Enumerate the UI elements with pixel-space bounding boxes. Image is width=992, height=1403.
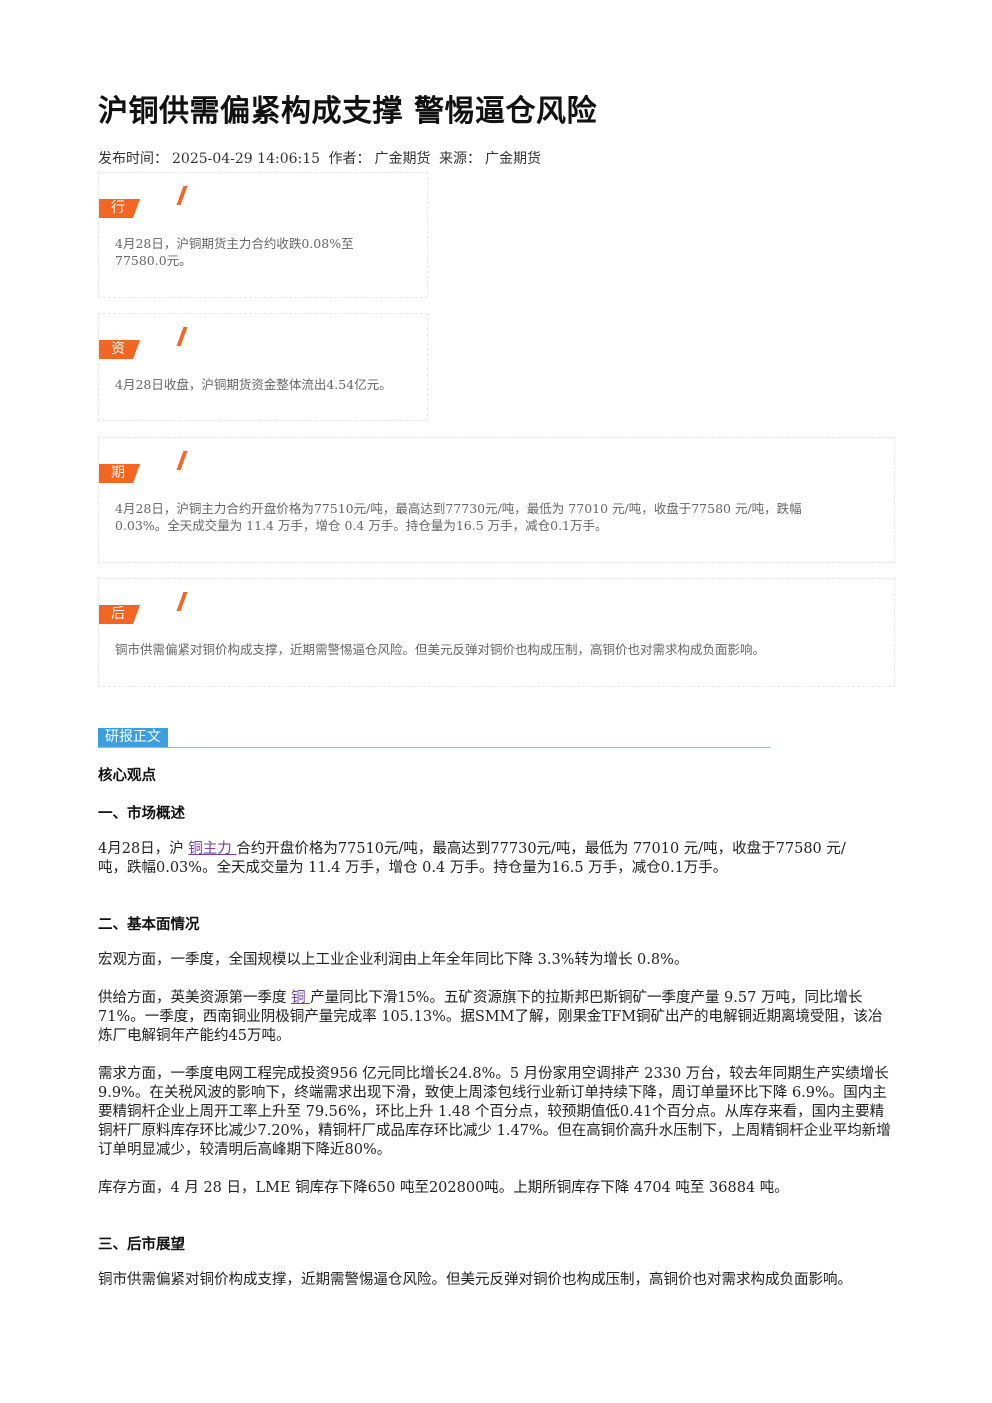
inventory-paragraph: 库存方面，4 月 28 日，LME 铜库存下降650 吨至202800吨。上期所… — [98, 1180, 789, 1196]
tag-outlook: 后市展望 — [99, 605, 140, 624]
core-view-heading: 核心观点 — [98, 768, 156, 784]
section1-text-post: 合约开盘价格为77510元/吨，最高达到77730元/吨，最低为 77010 元… — [98, 841, 846, 876]
card-fund-flow: 资金流向 4月28日收盘，沪铜期货资金整体流出4.54亿元。 — [98, 313, 428, 421]
outlook-text: 铜市供需偏紧对铜价构成支撑，近期需警惕逼仓风险。但美元反弹对铜价也构成压制，高铜… — [115, 642, 766, 657]
card-outlook: 后市展望 铜市供需偏紧对铜价构成支撑，近期需警惕逼仓风险。但美元反弹对铜价也构成… — [98, 578, 895, 687]
fund-flow-text: 4月28日收盘，沪铜期货资金整体流出4.54亿元。 — [115, 377, 392, 392]
section1-heading: 一、市场概述 — [98, 806, 185, 822]
source: 广金期货 — [484, 151, 541, 167]
copper-main-link[interactable]: 铜主力 — [188, 841, 237, 857]
tag-futures-market: 期货市场 — [99, 464, 140, 483]
section3-heading: 三、后市展望 — [98, 1237, 185, 1253]
article-meta: 发布时间：2025-04-29 14:06:15 作者：广金期货 来源：广金期货 — [98, 148, 545, 168]
tag-fund-flow: 资金流向 — [99, 340, 140, 359]
tag-stripe — [176, 451, 188, 470]
report-section-header: 研报正文 — [98, 726, 770, 748]
card-market-review: 行情复盘 4月28日，沪铜期货主力合约收跌0.08%至77580.0元。 — [98, 172, 428, 298]
tag-market-review: 行情复盘 — [99, 199, 140, 218]
publish-time: 2025-04-29 14:06:15 — [172, 151, 321, 167]
author-label: 作者： — [328, 151, 371, 167]
supply-text-post: 产量同比下滑15%。五矿资源旗下的拉斯邦巴斯铜矿一季度产量 9.57 万吨，同比… — [98, 990, 883, 1044]
demand-paragraph: 需求方面，一季度电网工程完成投资956 亿元同比增长24.8%。5 月份家用空调… — [98, 1066, 891, 1158]
tag-stripe — [176, 327, 188, 346]
card-futures-market: 期货市场 4月28日，沪铜主力合约开盘价格为77510元/吨，最高达到77730… — [98, 437, 895, 563]
article-title: 沪铜供需偏紧构成支撑 警惕逼仓风险 — [98, 94, 597, 129]
tag-stripe — [176, 186, 188, 205]
section1-text-pre: 4月28日，沪 — [98, 841, 189, 857]
supply-text-pre: 供给方面，英美资源第一季度 — [98, 990, 292, 1006]
report-tag: 研报正文 — [98, 728, 168, 747]
supply-paragraph: 供给方面，英美资源第一季度 铜 产量同比下滑15%。五矿资源旗下的拉斯邦巴斯铜矿… — [98, 989, 894, 1046]
section2-heading: 二、基本面情况 — [98, 917, 200, 933]
author: 广金期货 — [374, 151, 431, 167]
tag-stripe — [176, 592, 188, 611]
outlook-paragraph: 铜市供需偏紧对铜价构成支撑，近期需警惕逼仓风险。但美元反弹对铜价也构成压制，高铜… — [98, 1272, 852, 1288]
macro-paragraph: 宏观方面，一季度，全国规模以上工业企业利润由上年全年同比下降 3.3%转为增长 … — [98, 952, 689, 968]
section1-paragraph: 4月28日，沪 铜主力 合约开盘价格为77510元/吨，最高达到77730元/吨… — [98, 840, 868, 878]
source-label: 来源： — [438, 151, 481, 167]
futures-market-text: 4月28日，沪铜主力合约开盘价格为77510元/吨，最高达到77730元/吨，最… — [115, 501, 802, 533]
copper-link[interactable]: 铜 — [291, 990, 311, 1006]
publish-label: 发布时间： — [98, 151, 168, 167]
market-review-text: 4月28日，沪铜期货主力合约收跌0.08%至77580.0元。 — [115, 236, 354, 268]
